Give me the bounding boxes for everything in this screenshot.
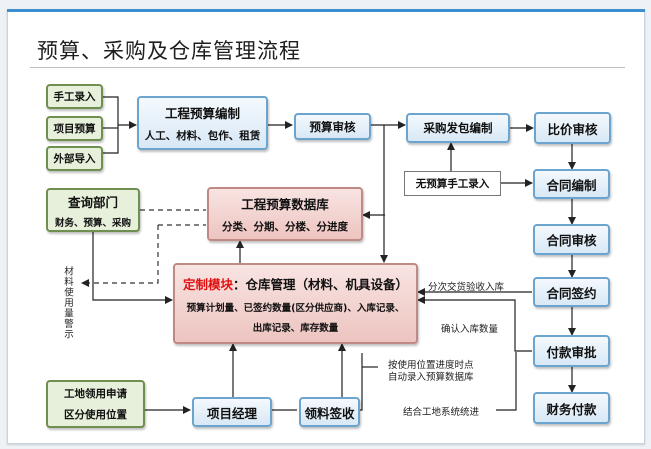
contract-review-box[interactable]: 合同审核	[533, 224, 610, 255]
input-project-budget[interactable]: 项目预算	[46, 116, 103, 141]
budget-database-title: 工程预算数据库	[241, 197, 329, 212]
no-budget-entry-box[interactable]: 无预算手工录入	[404, 171, 501, 196]
input-manual-entry-label: 手工录入	[53, 91, 96, 103]
frame-accent-bar	[7, 9, 645, 12]
site-request-line2: 区分使用位置	[64, 409, 127, 421]
material-sign-label: 领料签收	[304, 405, 355, 421]
budget-database-box[interactable]: 工程预算数据库 分类、分期、分楼、分进度	[207, 187, 363, 241]
input-external-import[interactable]: 外部导入	[46, 146, 103, 171]
custom-module-tag: 定制模块	[182, 276, 233, 292]
warehouse-title: ：仓库管理（材料、机具设备）	[233, 276, 409, 292]
contract-compile-label: 合同编制	[546, 177, 597, 193]
warehouse-detail-line1: 预算计划量、已签约数量(区分供应商)、入库记录、	[186, 302, 405, 314]
budget-review-box[interactable]: 预算审核	[294, 113, 371, 140]
budget-review-label: 预算审核	[309, 119, 356, 134]
payment-review-box[interactable]: 付款审批	[533, 335, 610, 367]
project-manager-box[interactable]: 项目经理	[192, 397, 272, 427]
site-request-line1: 工地领用申请	[64, 388, 127, 400]
budget-database-detail: 分类、分期、分楼、分进度	[222, 221, 348, 233]
finance-payment-box[interactable]: 财务付款	[533, 392, 610, 424]
query-dept-box[interactable]: 查询部门 财务、预算、采购	[46, 188, 140, 232]
budget-compile-box[interactable]: 工程预算编制 人工、材料、包作、租赁	[137, 96, 268, 150]
note-auto-record-line1: 按使用位置进度时点	[388, 360, 474, 371]
input-external-import-label: 外部导入	[53, 153, 96, 165]
contract-compile-box[interactable]: 合同编制	[533, 169, 610, 199]
finance-payment-label: 财务付款	[546, 401, 597, 417]
contract-sign-box[interactable]: 合同签约	[533, 277, 610, 307]
query-dept-detail: 财务、预算、采购	[54, 217, 131, 229]
warehouse-heading: 定制模块：仓库管理（材料、机具设备）	[183, 274, 408, 293]
material-sign-box[interactable]: 领料签收	[299, 397, 360, 427]
note-auto-record-line2: 自动录入预算数据库	[388, 372, 474, 383]
site-request-box[interactable]: 工地领用申请 区分使用位置	[46, 380, 145, 428]
input-manual-entry[interactable]: 手工录入	[46, 84, 103, 109]
input-project-budget-label: 项目预算	[53, 123, 96, 135]
purchase-compile-box[interactable]: 采购发包编制	[406, 113, 510, 143]
warehouse-module-box[interactable]: 定制模块：仓库管理（材料、机具设备） 预算计划量、已签约数量(区分供应商)、入库…	[173, 263, 418, 344]
query-dept-title: 查询部门	[67, 194, 118, 210]
note-confirm-quantity: 确认入库数量	[441, 324, 499, 335]
contract-review-label: 合同审核	[546, 233, 597, 248]
payment-review-label: 付款审批	[546, 344, 597, 360]
no-budget-entry-label: 无预算手工录入	[415, 178, 490, 190]
warehouse-detail-line2: 出库记录、库存数量	[252, 322, 339, 334]
price-review-box[interactable]: 比价审核	[534, 112, 611, 144]
budget-compile-title: 工程预算编制	[164, 106, 240, 121]
budget-compile-detail: 人工、材料、包作、租赁	[144, 130, 261, 142]
price-review-label: 比价审核	[547, 121, 598, 137]
diagram-title: 预算、采购及仓库管理流程	[37, 39, 301, 63]
project-manager-label: 项目经理	[206, 405, 257, 421]
title-underline	[30, 67, 625, 68]
note-usage-warning: 材料使用量警示	[62, 266, 73, 340]
contract-sign-label: 合同签约	[546, 285, 597, 301]
purchase-compile-label: 采购发包编制	[423, 121, 493, 135]
note-staged-delivery: 分次交货验收入库	[428, 282, 505, 293]
note-site-system: 结合工地系统统进	[403, 407, 480, 418]
